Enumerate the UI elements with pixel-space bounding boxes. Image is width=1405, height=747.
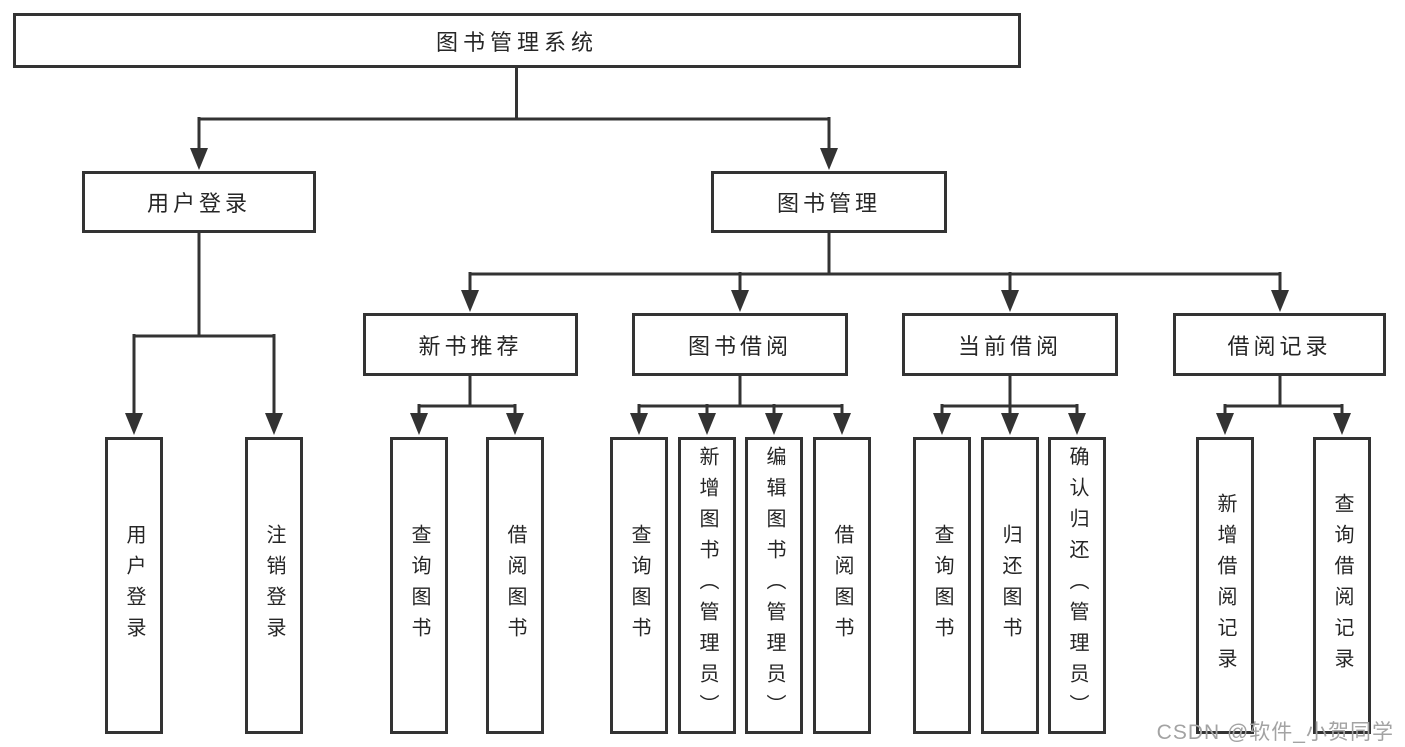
leaf-add-books-admin: 新增图书（管理员） <box>678 437 736 734</box>
leaf-query-books-2: 查询图书 <box>610 437 668 734</box>
leaf-logout: 注销登录 <box>245 437 303 734</box>
leaf-label: 查询图书 <box>931 523 953 648</box>
node-label: 新书推荐 <box>418 333 523 359</box>
leaf-label: 新增图书（管理员） <box>696 446 718 725</box>
leaf-label: 借阅图书 <box>831 523 853 648</box>
node-book-borrowing: 图书借阅 <box>632 313 848 376</box>
leaf-label: 归还图书 <box>999 523 1021 648</box>
csdn-watermark: CSDN @软件_小贺同学 <box>1156 721 1394 744</box>
leaf-borrow-books-1: 借阅图书 <box>486 437 544 734</box>
leaf-label: 注销登录 <box>263 523 285 648</box>
node-user-login: 用户登录 <box>82 171 316 233</box>
leaf-label: 查询借阅记录 <box>1331 492 1353 679</box>
node-library-management-system: 图书管理系统 <box>13 13 1021 68</box>
leaf-confirm-return-admin: 确认归还（管理员） <box>1048 437 1106 734</box>
connector-book-mgmt-to-level3 <box>461 231 1289 312</box>
node-label: 图书管理系统 <box>435 29 598 55</box>
leaf-query-borrow-record: 查询借阅记录 <box>1313 437 1371 734</box>
leaf-label: 查询图书 <box>628 523 650 648</box>
node-current-borrowing: 当前借阅 <box>902 313 1118 376</box>
leaf-edit-books-admin: 编辑图书（管理员） <box>745 437 803 734</box>
leaf-query-books-1: 查询图书 <box>390 437 448 734</box>
leaf-add-borrow-record: 新增借阅记录 <box>1196 437 1254 734</box>
leaf-label: 新增借阅记录 <box>1214 492 1236 679</box>
leaf-label: 确认归还（管理员） <box>1066 446 1088 725</box>
connector-root-to-level2 <box>190 66 838 170</box>
node-label: 图书借阅 <box>687 333 792 359</box>
node-book-management: 图书管理 <box>711 171 947 233</box>
leaf-user-login: 用户登录 <box>105 437 163 734</box>
connector-book-borrow-to-leaves <box>630 376 851 435</box>
leaf-borrow-books-2: 借阅图书 <box>813 437 871 734</box>
leaf-label: 借阅图书 <box>504 523 526 648</box>
connector-user-login-to-leaves <box>125 231 283 435</box>
node-label: 图书管理 <box>776 191 881 216</box>
connector-borrow-records-to-leaves <box>1216 376 1351 435</box>
leaf-return-books: 归还图书 <box>981 437 1039 734</box>
node-label: 用户登录 <box>146 191 251 216</box>
leaf-label: 查询图书 <box>408 523 430 648</box>
leaf-label: 用户登录 <box>123 523 145 648</box>
node-borrow-records: 借阅记录 <box>1173 313 1386 376</box>
leaf-label: 编辑图书（管理员） <box>763 446 785 725</box>
node-new-book-recommend: 新书推荐 <box>363 313 578 376</box>
node-label: 借阅记录 <box>1227 333 1332 359</box>
leaf-query-books-3: 查询图书 <box>913 437 971 734</box>
connector-new-book-rec-to-leaves <box>410 376 524 435</box>
node-label: 当前借阅 <box>957 333 1062 359</box>
connector-current-borrow-to-leaves <box>933 376 1086 435</box>
